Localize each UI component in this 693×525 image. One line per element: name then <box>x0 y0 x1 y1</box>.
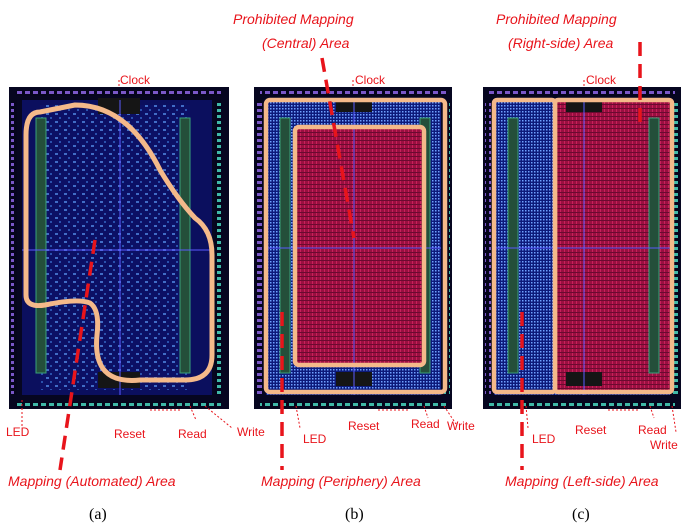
prohibited-area-b <box>295 127 424 365</box>
write-tick-a <box>204 405 233 429</box>
caption-c: (c) <box>572 506 590 523</box>
clock-label-a: Clock <box>120 73 151 87</box>
read-tick-a <box>189 405 197 421</box>
read-label-b: Read <box>411 417 440 431</box>
write-label-a: Write <box>237 425 265 439</box>
annotation-top-c-line1: Prohibited Mapping <box>496 11 617 27</box>
annotation-bottom-a: Mapping (Automated) Area <box>8 473 176 489</box>
pad-ring-left-b <box>256 100 262 395</box>
reset-label-a: Reset <box>114 427 146 441</box>
read-label-a: Read <box>178 427 207 441</box>
pad-ring-top-b <box>260 90 446 96</box>
ram-column-left-a <box>35 117 47 374</box>
panel-b: Clock LED Reset Read Write Prohibited Ma… <box>233 11 475 523</box>
caption-a: (a) <box>89 506 107 523</box>
pad-ring-top-a <box>16 90 221 96</box>
inner-region-outline-b <box>292 124 427 368</box>
clock-label-b: Clock <box>355 73 386 87</box>
pad-ring-left-a <box>11 100 17 395</box>
read-label-c: Read <box>638 423 667 437</box>
panel-a: Clock LED Reset Read Write Mapping (Auto… <box>6 73 265 523</box>
annotation-bottom-b: Mapping (Periphery) Area <box>261 473 421 489</box>
ram-column-left-c <box>507 117 519 374</box>
annotation-top-b-line2: (Central) Area <box>262 35 350 51</box>
led-tick-b <box>295 405 301 429</box>
right-region-outline-c <box>552 97 675 395</box>
ram-column-right-c <box>648 117 660 374</box>
pad-ring-left-c <box>485 100 491 395</box>
mapping-region-outline-a <box>23 102 215 383</box>
pointer-dash-a <box>58 239 97 471</box>
ram-column-left-b <box>279 117 291 374</box>
annotation-top-b-line1: Prohibited Mapping <box>233 11 354 27</box>
pad-ring-bottom-a <box>16 402 221 408</box>
ram-column-right-a <box>179 117 191 374</box>
write-tick-c <box>671 405 677 433</box>
outer-region-outline-b <box>263 97 448 395</box>
write-label-c: Write <box>650 438 678 452</box>
reset-label-b: Reset <box>348 419 380 433</box>
panel-c: Clock LED Reset Read Write Prohibited Ma… <box>483 11 681 523</box>
annotation-bottom-c: Mapping (Left-side) Area <box>505 473 659 489</box>
clock-label-c: Clock <box>586 73 617 87</box>
pad-ring-top-c <box>489 90 675 96</box>
led-label-c: LED <box>532 432 556 446</box>
reset-label-c: Reset <box>575 423 607 437</box>
led-label-b: LED <box>303 432 327 446</box>
write-label-b: Write <box>447 419 475 433</box>
pointer-dash-top-b <box>320 57 356 239</box>
pad-ring-bottom-b <box>260 402 446 408</box>
pad-ring-right-c <box>673 100 679 395</box>
led-tick-c <box>525 405 529 429</box>
caption-b: (b) <box>345 506 364 523</box>
led-label-a: LED <box>6 425 30 439</box>
annotation-top-c-line2: (Right-side) Area <box>508 35 614 51</box>
pad-ring-bottom-c <box>489 402 675 408</box>
pad-ring-right-a <box>215 100 221 395</box>
placed-cells-a <box>40 105 190 390</box>
